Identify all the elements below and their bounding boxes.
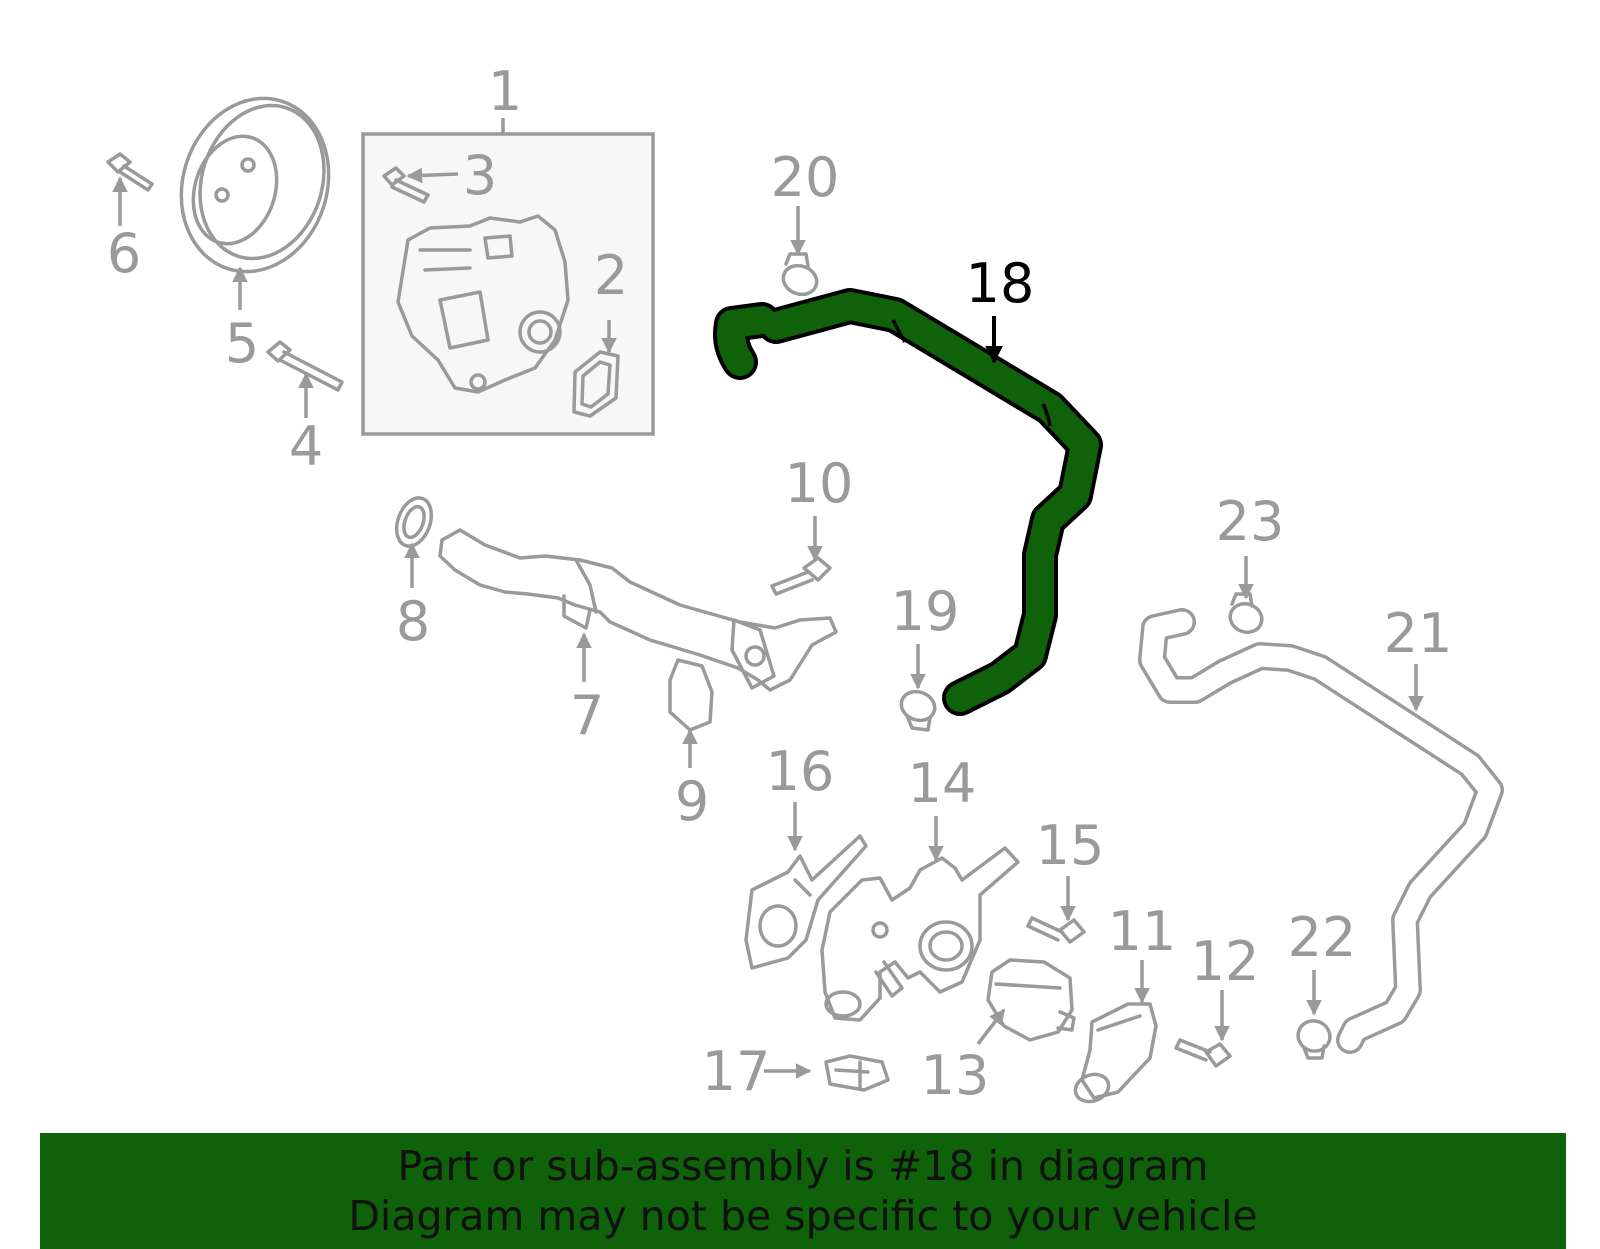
- callout-19[interactable]: 19: [891, 580, 960, 643]
- part-15-bolt[interactable]: [1026, 916, 1086, 944]
- callout-7[interactable]: 7: [570, 684, 604, 747]
- part-23-clamp[interactable]: [1226, 592, 1266, 637]
- part-22-clamp[interactable]: [1294, 1016, 1334, 1060]
- callout-15[interactable]: 15: [1036, 814, 1105, 877]
- part-20-clamp[interactable]: [779, 252, 821, 299]
- part-8-o-ring[interactable]: [390, 493, 437, 551]
- part-5-pulley[interactable]: [159, 79, 350, 291]
- callout-14[interactable]: 14: [908, 752, 977, 815]
- part-7-water-pipe[interactable]: [438, 528, 838, 692]
- callout-4[interactable]: 4: [289, 415, 323, 478]
- banner-line-part-number: Part or sub-assembly is #18 in diagram: [397, 1142, 1209, 1190]
- callout-5[interactable]: 5: [225, 312, 259, 375]
- part-13-thermostat[interactable]: [986, 958, 1076, 1042]
- part-9-gasket[interactable]: [668, 658, 714, 732]
- info-banner: Part or sub-assembly is #18 in diagram D…: [40, 1133, 1566, 1249]
- callout-20[interactable]: 20: [771, 146, 840, 209]
- callout-labels: 1 2 3 4 5 6 7 8 9 10 11 12 13 14 15 16 1…: [107, 60, 1453, 1107]
- part-6-bolt[interactable]: [106, 152, 154, 192]
- callout-18[interactable]: 18: [966, 252, 1035, 315]
- callout-12[interactable]: 12: [1191, 930, 1260, 993]
- callout-6[interactable]: 6: [107, 222, 141, 285]
- part-1-water-pump-assembly[interactable]: [361, 132, 655, 436]
- callout-13[interactable]: 13: [921, 1044, 990, 1107]
- callout-10[interactable]: 10: [785, 452, 854, 515]
- part-3-bolt[interactable]: [382, 166, 430, 204]
- callout-8[interactable]: 8: [396, 590, 430, 653]
- part-17-sensor[interactable]: [824, 1054, 890, 1092]
- callout-2[interactable]: 2: [594, 244, 628, 307]
- part-14-coolant-housing[interactable]: [820, 846, 1020, 1022]
- callout-17[interactable]: 17: [702, 1040, 771, 1103]
- callout-16[interactable]: 16: [766, 740, 835, 803]
- part-19-clamp[interactable]: [897, 687, 939, 732]
- part-21-coolant-hose[interactable]: [1138, 608, 1504, 1054]
- callout-21[interactable]: 21: [1384, 602, 1453, 665]
- callout-22[interactable]: 22: [1288, 906, 1357, 969]
- part-18-coolant-hose[interactable]: [713, 288, 1103, 716]
- callout-11[interactable]: 11: [1108, 900, 1177, 963]
- leader-lines: [112, 118, 1424, 1079]
- part-11-thermostat-housing[interactable]: [1072, 1002, 1158, 1106]
- part-12-bolt[interactable]: [1174, 1038, 1232, 1068]
- callout-1[interactable]: 1: [488, 60, 522, 123]
- part-2-gasket[interactable]: [572, 350, 620, 418]
- callout-9[interactable]: 9: [675, 770, 709, 833]
- callout-23[interactable]: 23: [1216, 490, 1285, 553]
- callout-3[interactable]: 3: [463, 144, 497, 207]
- banner-line-disclaimer: Diagram may not be specific to your vehi…: [348, 1192, 1258, 1240]
- part-10-bolt[interactable]: [770, 556, 832, 596]
- part-16-gasket[interactable]: [744, 834, 868, 970]
